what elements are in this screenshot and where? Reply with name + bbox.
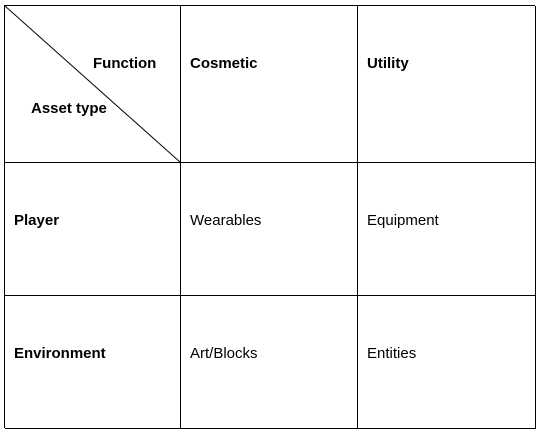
table-cell: Equipment <box>358 163 536 296</box>
cell-value: Equipment <box>367 212 439 229</box>
column-header-cosmetic: Cosmetic <box>181 6 358 163</box>
diagonal-divider <box>5 6 180 162</box>
function-axis-label: Function <box>93 55 157 72</box>
table-cell: Art/Blocks <box>181 296 358 429</box>
row-header-label: Environment <box>14 345 106 362</box>
cell-value: Entities <box>367 345 417 362</box>
asset-matrix-table: Function Asset type Cosmetic Utility Pla… <box>4 5 536 429</box>
row-header-label: Player <box>14 212 60 229</box>
row-header-player: Player <box>5 163 181 296</box>
corner-header-cell: Function Asset type <box>5 6 181 163</box>
column-header-label: Cosmetic <box>190 55 258 72</box>
table-cell: Wearables <box>181 163 358 296</box>
table-cell: Entities <box>358 296 536 429</box>
cell-value: Art/Blocks <box>190 345 258 362</box>
asset-type-axis-label: Asset type <box>31 100 107 117</box>
column-header-utility: Utility <box>358 6 536 163</box>
cell-value: Wearables <box>190 212 262 229</box>
column-header-label: Utility <box>367 55 409 72</box>
row-header-environment: Environment <box>5 296 181 429</box>
